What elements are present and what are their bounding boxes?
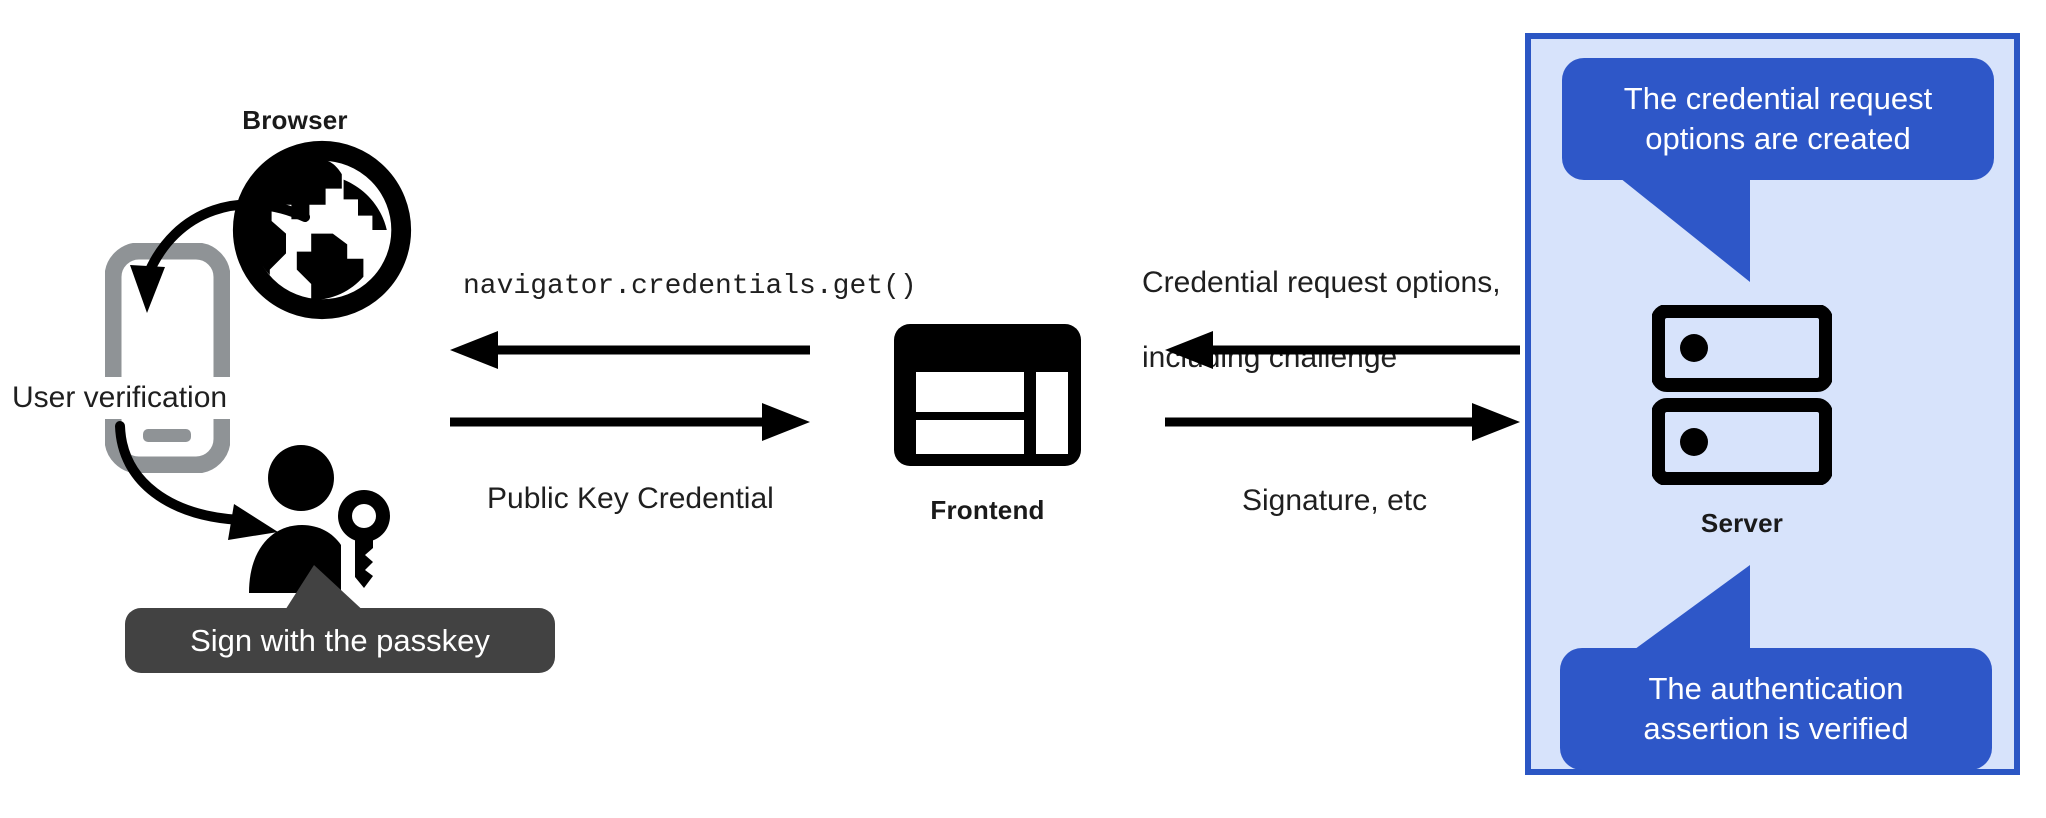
browser-to-frontend-arrow	[450, 402, 810, 442]
signature-etc-label: Signature, etc	[1242, 484, 1428, 517]
frontend-label: Frontend	[930, 495, 1045, 525]
navigator-credentials-get-label: navigator.credentials.get()	[463, 271, 917, 302]
device-to-user-arrow	[100, 420, 310, 550]
browser-label: Browser	[242, 105, 348, 135]
credential-request-options-label: Credential request options, including ch…	[1142, 226, 1501, 414]
credential-request-options-line-1: Credential request options,	[1142, 265, 1501, 299]
sign-with-passkey-callout: Sign with the passkey	[125, 608, 555, 673]
credential-options-callout-tail	[1620, 178, 1850, 288]
sign-with-passkey-callout-tail	[268, 565, 388, 615]
frontend-to-browser-arrow	[450, 330, 810, 370]
server-rack-icon	[1652, 305, 1832, 485]
server-to-frontend-arrow	[1165, 330, 1520, 370]
browser-to-device-arrow	[95, 185, 315, 325]
public-key-credential-label: Public Key Credential	[487, 482, 774, 515]
web-layout-icon	[890, 320, 1085, 470]
assertion-verified-callout-tail	[1620, 565, 1850, 665]
credential-options-created-callout: The credential request options are creat…	[1562, 58, 1994, 180]
server-label: Server	[1700, 508, 1784, 538]
frontend-to-server-arrow	[1165, 402, 1520, 442]
user-verification-label: User verification	[8, 377, 266, 419]
person-with-key-icon	[245, 443, 405, 593]
assertion-verified-callout: The authentication assertion is verified	[1560, 648, 1992, 770]
